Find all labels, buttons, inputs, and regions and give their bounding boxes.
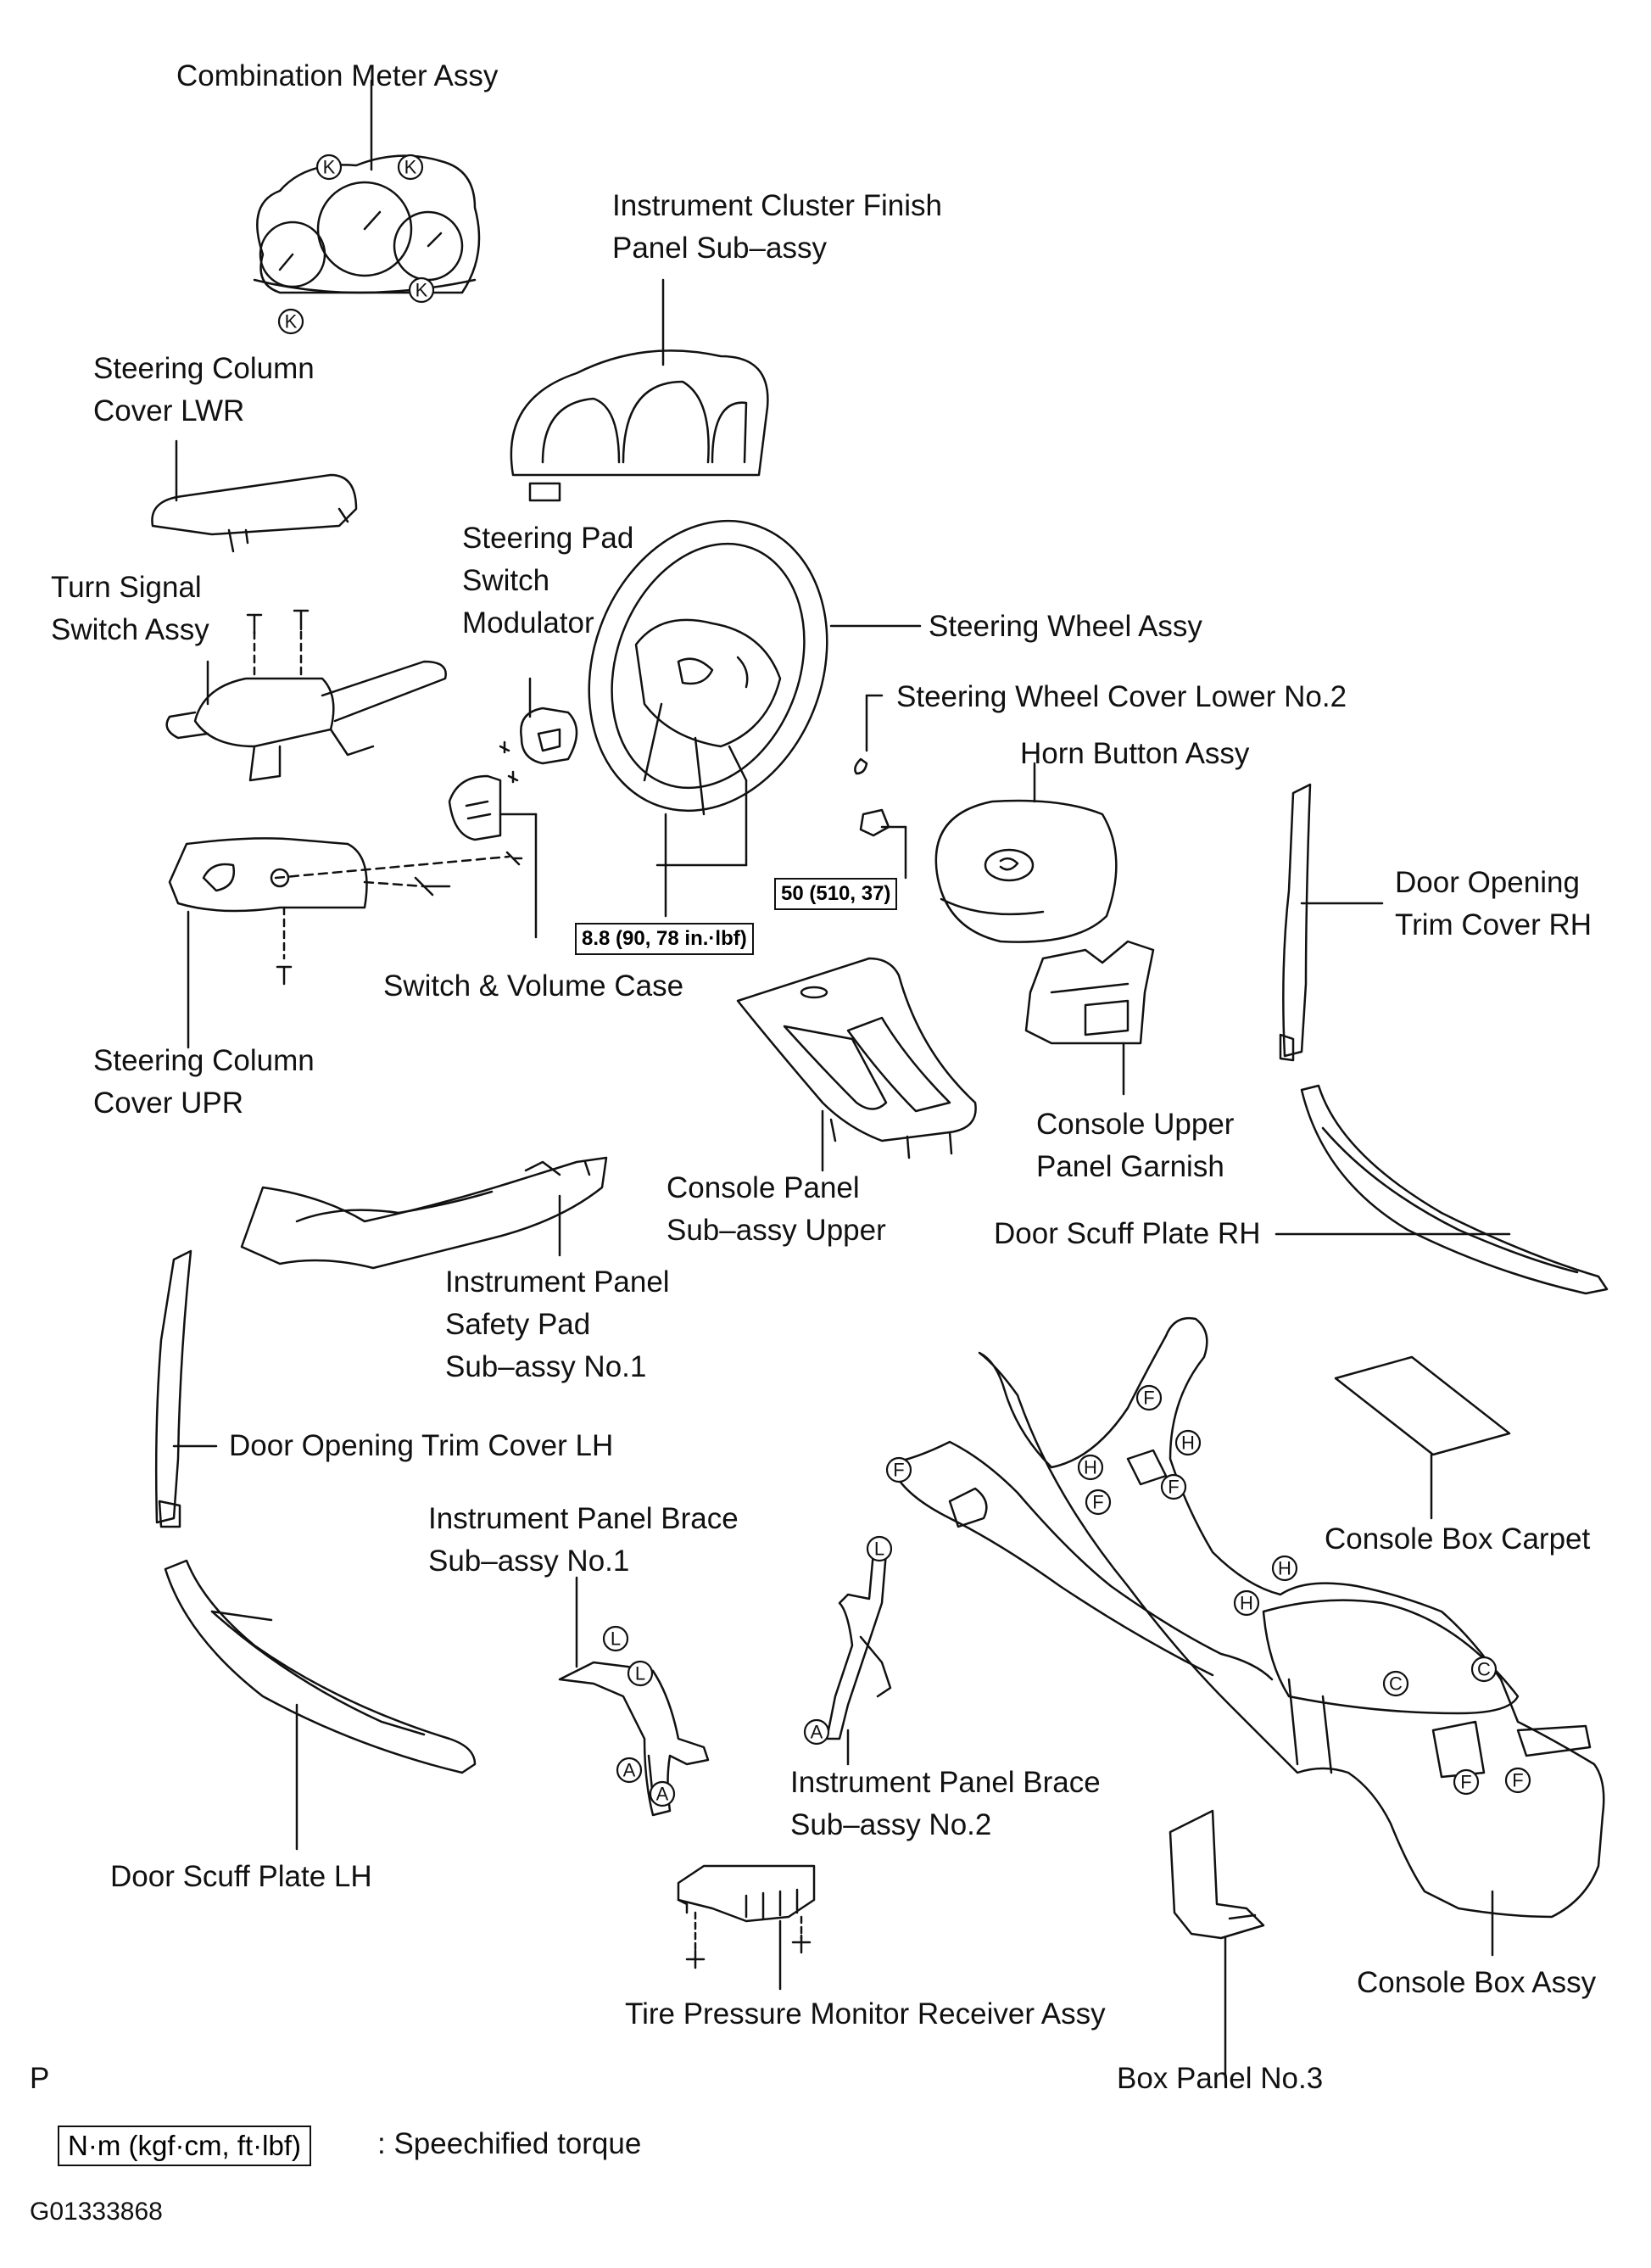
- label-door-trim-rh-line2: Trim Cover RH: [1395, 908, 1592, 941]
- torque-wheel-nut: 50 (510, 37): [774, 878, 898, 910]
- label-safety-pad-line3: Sub–assy No.1: [445, 1350, 647, 1383]
- label-turn-signal-line2: Switch Assy: [51, 613, 209, 646]
- page-letter: P: [30, 2062, 50, 2095]
- label-tire-pressure-receiver: Tire Pressure Monitor Receiver Assy: [625, 1997, 1106, 2031]
- label-console-panel-upper-line1: Console Panel: [667, 1171, 860, 1204]
- label-brace-no1-line1: Instrument Panel Brace: [428, 1502, 739, 1535]
- label-column-cover-upr-line2: Cover UPR: [93, 1087, 243, 1120]
- marker-h-2: H: [1084, 1457, 1097, 1478]
- marker-f-1: F: [1143, 1388, 1154, 1409]
- marker-c-2: C: [1477, 1659, 1491, 1680]
- marker-f-6: F: [1512, 1770, 1523, 1791]
- label-wheel-cover-lower: Steering Wheel Cover Lower No.2: [896, 680, 1347, 713]
- label-turn-signal-line1: Turn Signal: [51, 571, 202, 604]
- horn-button-drawing: [934, 799, 1118, 943]
- label-combination-meter: Combination Meter Assy: [176, 59, 499, 92]
- label-horn-button: Horn Button Assy: [1020, 737, 1250, 770]
- label-steering-pad-line2: Switch: [462, 564, 550, 597]
- marker-h-1: H: [1181, 1433, 1195, 1454]
- marker-l-3: L: [874, 1539, 884, 1560]
- console-box-carpet-drawing: [1334, 1355, 1511, 1456]
- label-cluster-finish-line2: Panel Sub–assy: [612, 232, 827, 265]
- marker-f-4: F: [1168, 1477, 1179, 1498]
- marker-f-2: F: [893, 1460, 904, 1481]
- marker-a-1: A: [623, 1760, 636, 1781]
- door-trim-lh-drawing: [154, 1249, 192, 1528]
- cluster-finish-panel-drawing: [510, 349, 769, 502]
- label-column-cover-lwr-line1: Steering Column: [93, 352, 315, 385]
- label-brace-no2-line2: Sub–assy No.2: [790, 1808, 992, 1841]
- torque-legend-description: : Speechified torque: [377, 2127, 642, 2160]
- switch-volume-case-drawing: [448, 774, 502, 841]
- label-steering-pad-line1: Steering Pad: [462, 522, 634, 555]
- label-door-trim-lh: Door Opening Trim Cover LH: [229, 1429, 614, 1462]
- label-box-panel-no3: Box Panel No.3: [1117, 2062, 1324, 2095]
- torque-pad-screws: 8.8 (90, 78 in.·lbf): [575, 923, 754, 955]
- steering-wheel-drawing: [588, 519, 828, 816]
- label-safety-pad-line1: Instrument Panel: [445, 1265, 670, 1299]
- label-console-upper-garnish-line1: Console Upper: [1036, 1108, 1235, 1141]
- label-column-cover-upr-line1: Steering Column: [93, 1044, 315, 1077]
- label-safety-pad-line2: Safety Pad: [445, 1308, 591, 1341]
- marker-a-3: A: [811, 1722, 823, 1743]
- label-console-panel-upper-line2: Sub–assy Upper: [667, 1214, 886, 1247]
- marker-l-1: L: [611, 1628, 621, 1650]
- label-door-scuff-rh: Door Scuff Plate RH: [994, 1217, 1261, 1250]
- tire-pressure-receiver-drawing: [677, 1864, 816, 1923]
- marker-f-5: F: [1460, 1772, 1471, 1793]
- label-steering-pad-line3: Modulator: [462, 606, 594, 640]
- marker-a-2: A: [656, 1784, 669, 1805]
- label-brace-no1-line2: Sub–assy No.1: [428, 1545, 630, 1578]
- turn-signal-switch-drawing: [165, 660, 447, 782]
- label-cluster-finish-line1: Instrument Cluster Finish: [612, 189, 943, 222]
- label-switch-volume-case: Switch & Volume Case: [383, 969, 684, 1003]
- marker-k-4: K: [416, 280, 428, 301]
- figure-id: G01333868: [30, 2198, 163, 2226]
- marker-f-3: F: [1092, 1492, 1103, 1513]
- label-door-scuff-lh: Door Scuff Plate LH: [110, 1860, 372, 1893]
- brace-no1-drawing: [558, 1661, 710, 1817]
- label-console-box-carpet: Console Box Carpet: [1325, 1522, 1591, 1556]
- marker-h-4: H: [1240, 1593, 1253, 1614]
- column-cover-lwr-drawing: [151, 473, 358, 553]
- box-panel-no3-drawing: [1169, 1809, 1265, 1940]
- marker-h-3: H: [1278, 1558, 1291, 1579]
- torque-legend-unit-box: N·m (kgf·cm, ft·lbf): [58, 2126, 311, 2166]
- safety-pad-drawing: [240, 1156, 608, 1270]
- marker-k-1: K: [323, 157, 336, 178]
- brace-no2-drawing: [825, 1550, 892, 1740]
- pad-switch-modulator-drawing: [520, 707, 578, 765]
- console-box-assy-drawing: [889, 1316, 1605, 1919]
- marker-k-2: K: [404, 157, 417, 178]
- column-cover-upr-drawing: [168, 837, 368, 913]
- label-steering-wheel: Steering Wheel Assy: [929, 610, 1202, 643]
- marker-c-1: C: [1389, 1673, 1403, 1695]
- label-console-box-assy: Console Box Assy: [1357, 1966, 1597, 1999]
- door-scuff-rh-drawing: [1300, 1084, 1609, 1295]
- door-trim-rh-drawing: [1279, 783, 1312, 1062]
- console-panel-upper-drawing: [736, 957, 977, 1159]
- label-brace-no2-line1: Instrument Panel Brace: [790, 1766, 1101, 1799]
- marker-k-3: K: [285, 311, 298, 332]
- label-door-trim-rh-line1: Door Opening: [1395, 866, 1580, 899]
- combination-meter-drawing: [253, 154, 481, 294]
- console-upper-garnish-drawing: [1024, 940, 1155, 1045]
- label-column-cover-lwr-line2: Cover LWR: [93, 394, 245, 427]
- door-scuff-lh-drawing: [164, 1559, 477, 1774]
- marker-l-2: L: [635, 1663, 645, 1684]
- label-console-upper-garnish-line2: Panel Garnish: [1036, 1150, 1224, 1183]
